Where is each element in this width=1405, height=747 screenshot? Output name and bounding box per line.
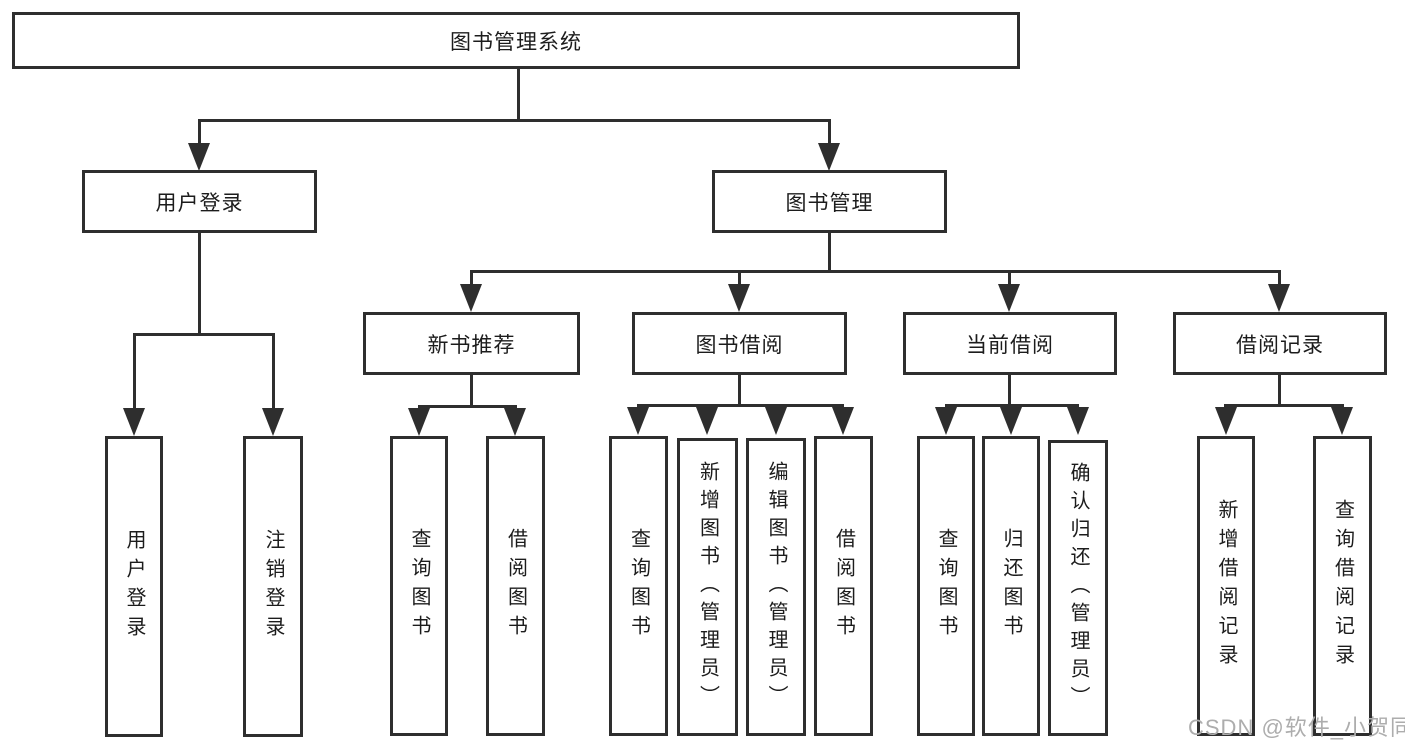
arrowhead-newbooks-query-icon (408, 408, 430, 436)
node-book-mgmt: 图书管理 (712, 170, 947, 233)
arrowhead-book-mgmt-icon (818, 143, 840, 171)
edge-borrow-records-rail (1224, 404, 1344, 407)
node-book-borrow-label: 图书借阅 (695, 333, 784, 357)
leaf-user-login: 用户登录 (105, 436, 163, 737)
edge-root-stub (517, 68, 520, 122)
leaf-logout: 注销登录 (243, 436, 303, 737)
leaf-borrow-add: 新增图书（管理员） (677, 438, 738, 736)
edge-book-borrow-rail (637, 404, 844, 407)
node-user-login: 用户登录 (82, 170, 317, 233)
node-book-borrow: 图书借阅 (632, 312, 847, 375)
arrowhead-records-add-icon (1215, 407, 1237, 435)
leaf-newbooks-query: 查询图书 (390, 436, 448, 736)
leaf-records-query: 查询借阅记录 (1313, 436, 1372, 736)
leaf-newbooks-query-label: 查询图书 (408, 528, 430, 644)
edge-to-leaf-user-login (133, 333, 136, 410)
edge-to-user-login (198, 119, 201, 145)
node-root: 图书管理系统 (12, 12, 1020, 69)
edge-book-borrow-stub (738, 375, 741, 407)
arrowhead-leaf-user-login-icon (123, 408, 145, 436)
arrowhead-current-query-icon (935, 407, 957, 435)
arrowhead-current-confirm-icon (1067, 407, 1089, 435)
node-new-books-label: 新书推荐 (427, 333, 516, 357)
edge-new-books-stub (470, 375, 473, 408)
node-current-borrow: 当前借阅 (903, 312, 1117, 375)
leaf-borrow-edit: 编辑图书（管理员） (746, 438, 806, 736)
arrowhead-newbooks-borrow-icon (504, 408, 526, 436)
arrowhead-borrow-records-icon (1268, 284, 1290, 312)
edge-borrow-records-stub (1278, 375, 1281, 407)
leaf-current-return-label: 归还图书 (1000, 528, 1022, 644)
arrowhead-borrow-edit-icon (765, 407, 787, 435)
edge-to-book-mgmt (828, 119, 831, 145)
edge-user-login-stub (198, 233, 201, 336)
leaf-newbooks-borrow: 借阅图书 (486, 436, 545, 736)
leaf-current-return: 归还图书 (982, 436, 1040, 736)
leaf-records-add-label: 新增借阅记录 (1215, 499, 1237, 673)
arrowhead-current-return-icon (1000, 407, 1022, 435)
edge-level2-rail (198, 119, 831, 122)
edge-to-book-borrow (738, 270, 741, 286)
leaf-records-query-label: 查询借阅记录 (1331, 499, 1354, 673)
leaf-current-query-label: 查询图书 (935, 528, 957, 644)
node-book-mgmt-label: 图书管理 (785, 191, 874, 215)
leaf-newbooks-borrow-label: 借阅图书 (504, 528, 527, 644)
leaf-borrow-book-label: 借阅图书 (832, 528, 855, 644)
arrowhead-book-borrow-icon (728, 284, 750, 312)
node-new-books: 新书推荐 (363, 312, 580, 375)
arrowhead-current-borrow-icon (998, 284, 1020, 312)
leaf-borrow-query-label: 查询图书 (627, 528, 650, 644)
leaf-logout-label: 注销登录 (262, 528, 284, 645)
leaf-records-add: 新增借阅记录 (1197, 436, 1255, 736)
node-borrow-records: 借阅记录 (1173, 312, 1387, 375)
node-borrow-records-label: 借阅记录 (1236, 333, 1324, 357)
arrowhead-borrow-add-icon (696, 407, 718, 435)
edge-to-new-books (470, 270, 473, 286)
edge-to-borrow-records (1278, 270, 1281, 286)
leaf-borrow-edit-label: 编辑图书（管理员） (765, 461, 787, 713)
arrowhead-records-query-icon (1331, 407, 1353, 435)
arrowhead-borrow-query-icon (627, 407, 649, 435)
node-current-borrow-label: 当前借阅 (966, 333, 1054, 357)
edge-user-login-rail (133, 333, 275, 336)
edge-level3-rail (470, 270, 1281, 273)
edge-current-borrow-stub (1008, 375, 1011, 407)
edge-to-leaf-logout (272, 333, 275, 410)
leaf-user-login-label: 用户登录 (123, 528, 145, 645)
leaf-current-query: 查询图书 (917, 436, 975, 736)
edge-to-current-borrow (1008, 270, 1011, 286)
leaf-current-confirm-label: 确认归还（管理员） (1067, 462, 1089, 714)
node-user-login-label: 用户登录 (155, 191, 244, 215)
watermark: CSDN @软件_小贺同学 (1188, 715, 1405, 740)
arrowhead-new-books-icon (460, 284, 482, 312)
leaf-borrow-query: 查询图书 (609, 436, 668, 736)
node-root-label: 图书管理系统 (450, 30, 582, 54)
arrowhead-leaf-logout-icon (262, 408, 284, 436)
edge-current-borrow-rail (945, 404, 1079, 407)
arrowhead-borrow-book-icon (832, 407, 854, 435)
arrowhead-user-login-icon (188, 143, 210, 171)
leaf-current-confirm: 确认归还（管理员） (1048, 440, 1108, 736)
edge-book-mgmt-stub (828, 233, 831, 272)
leaf-borrow-add-label: 新增图书（管理员） (696, 461, 719, 713)
leaf-borrow-book: 借阅图书 (814, 436, 873, 736)
edge-new-books-rail (418, 405, 517, 408)
